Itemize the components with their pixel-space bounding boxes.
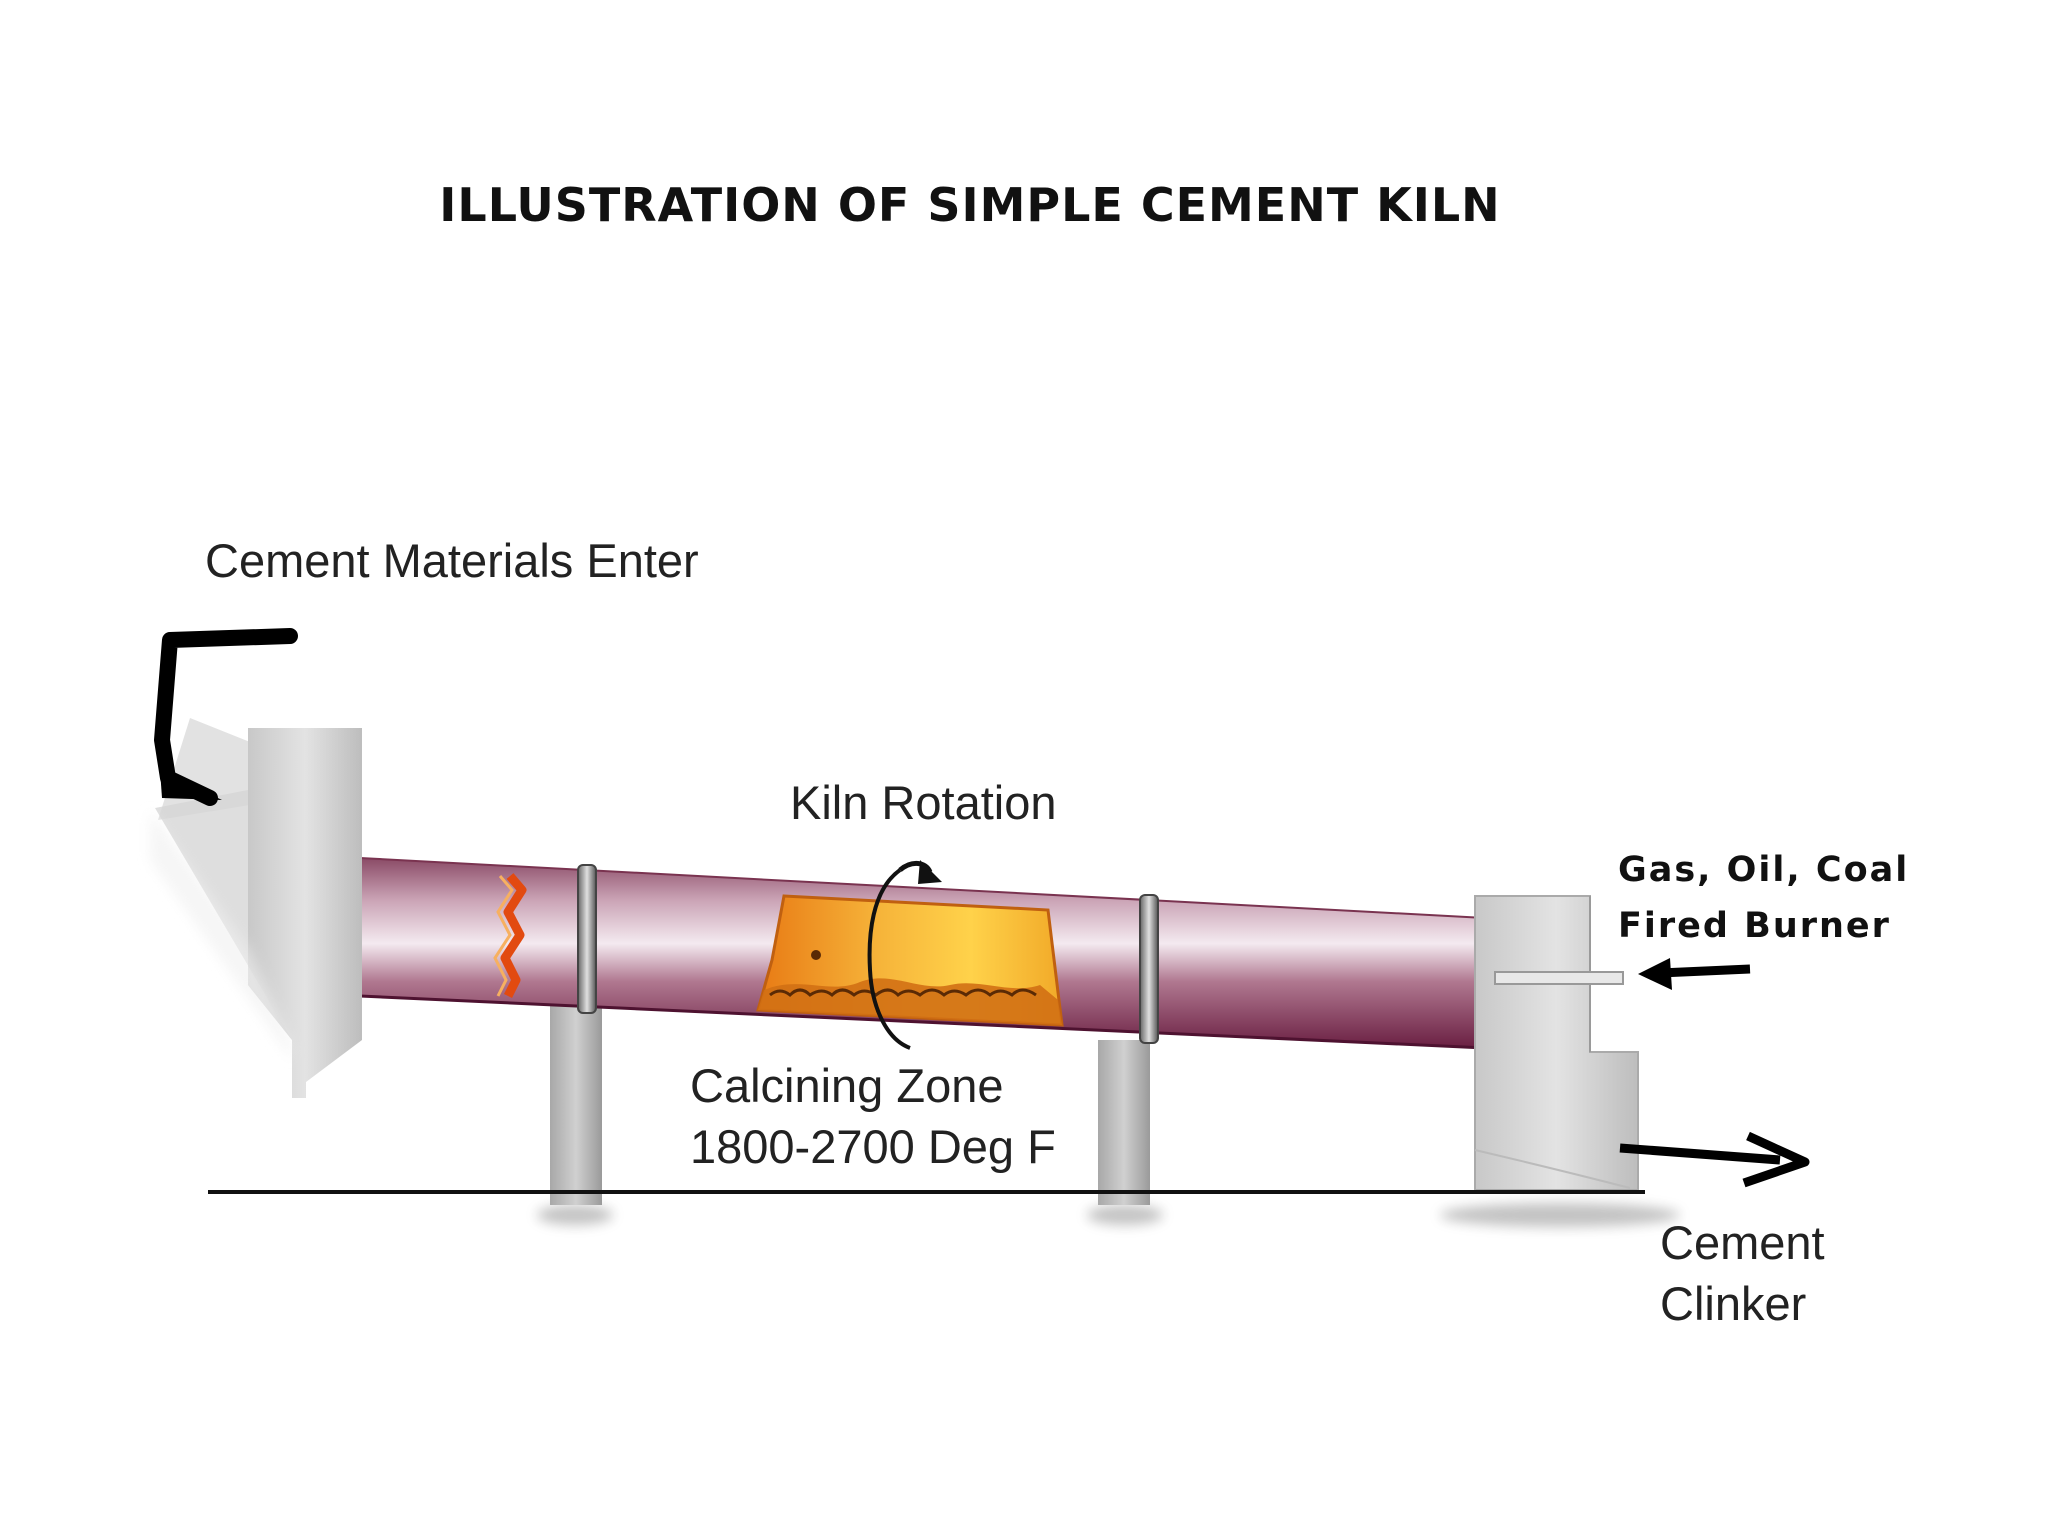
- riding-ring-right: [1139, 894, 1159, 1044]
- label-burner-line2: Fired Burner: [1618, 906, 1891, 946]
- support-post-right: [1098, 1040, 1150, 1205]
- burner-arrow-icon: [1638, 958, 1751, 990]
- label-burner: Gas, Oil, Coal Fired Burner: [1618, 842, 1909, 954]
- label-calcining-zone-line1: Calcining Zone: [690, 1059, 1004, 1112]
- feed-housing: [248, 728, 362, 1098]
- clinker-arrow-icon: [1619, 1131, 1810, 1188]
- rotation-arrow-icon: [867, 860, 942, 1050]
- burner-pipe: [1494, 971, 1624, 985]
- ground-shadows: [537, 1203, 1680, 1227]
- burner-hood: [1474, 895, 1639, 1191]
- label-clinker-line1: Cement: [1660, 1216, 1825, 1269]
- diagram-title: ILLUSTRATION OF SIMPLE CEMENT KILN: [439, 178, 1501, 232]
- label-materials-enter: Cement Materials Enter: [205, 534, 699, 587]
- riding-ring-left: [577, 864, 597, 1014]
- label-clinker: Cement Clinker: [1660, 1212, 1825, 1334]
- label-clinker-line2: Clinker: [1660, 1277, 1807, 1331]
- label-kiln-rotation: Kiln Rotation: [790, 776, 1057, 829]
- label-calcining-zone-temp: 1800-2700 Deg F: [690, 1120, 1056, 1174]
- label-burner-line1: Gas, Oil, Coal: [1618, 850, 1910, 890]
- shell-joint: [500, 873, 527, 999]
- label-calcining-zone: Calcining Zone 1800-2700 Deg F: [690, 1055, 1056, 1177]
- burning-material: [758, 978, 1062, 1025]
- support-post-left: [550, 1005, 602, 1205]
